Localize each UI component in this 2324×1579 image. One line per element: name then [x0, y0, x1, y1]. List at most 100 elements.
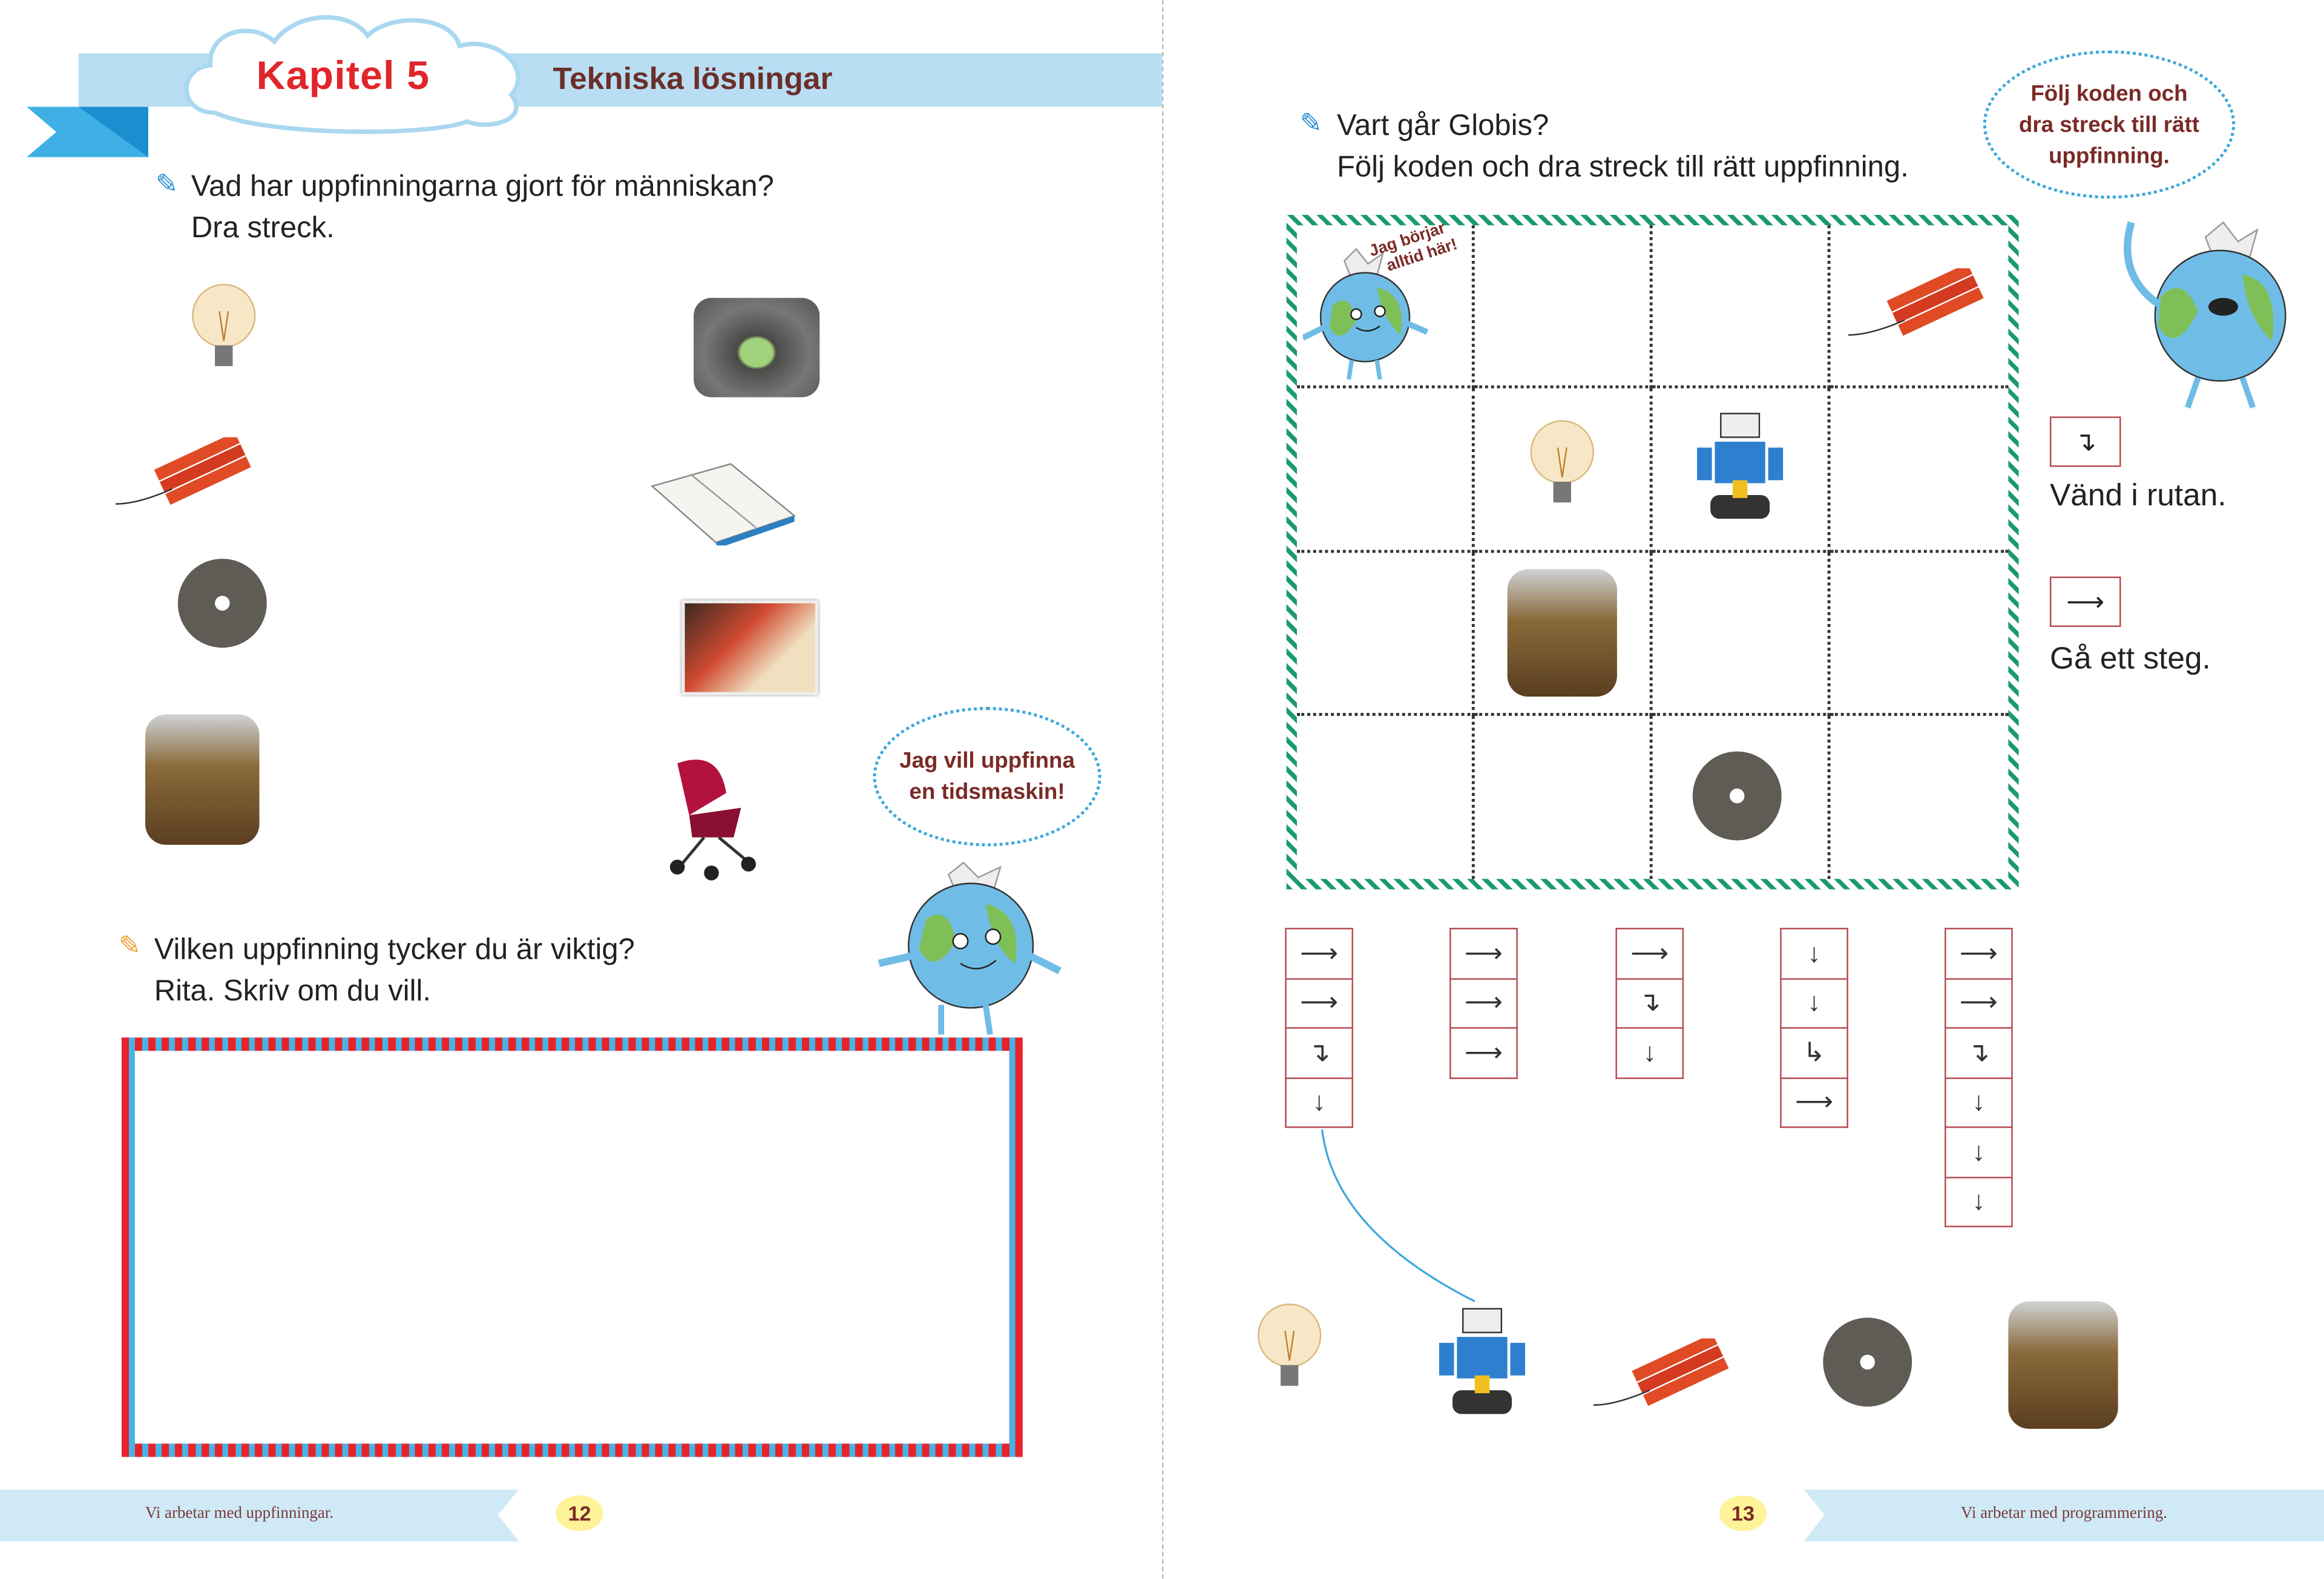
- question-instruction: Följ koden och dra streck till rätt uppf…: [1336, 151, 1909, 184]
- footer-text-right: Vi arbetar med programmering.: [1961, 1504, 2168, 1523]
- question-text: Vad har uppfinningarna gjort för människ…: [191, 170, 774, 203]
- code-step: ↓: [1780, 979, 1848, 1029]
- globe-character-happy-icon: [2124, 221, 2286, 409]
- page-spine: [1162, 0, 1164, 1579]
- grid-cell[interactable]: [1831, 715, 2009, 879]
- step-arrow-icon: ⟶: [2049, 576, 2121, 627]
- bubble-text: en tidsmaskin!: [909, 780, 1065, 805]
- code-step: ↓: [1945, 1177, 2013, 1227]
- code-step: ↴: [1285, 1028, 1353, 1078]
- code-step: ⟶: [1285, 928, 1353, 979]
- bubble-text: Jag vill uppfinna: [899, 748, 1075, 774]
- grid-cell[interactable]: [1474, 225, 1653, 389]
- globe-character-icon: [878, 861, 1062, 1036]
- dynamite-image: [1831, 225, 2009, 386]
- bubble-text: Följ koden och: [2030, 80, 2188, 107]
- footer-text-left: Vi arbetar med uppfinningar.: [145, 1504, 334, 1523]
- bubble-text: uppfinning.: [2048, 143, 2170, 168]
- stroller-image[interactable]: [660, 749, 761, 882]
- answer-robot-image[interactable]: [1430, 1301, 1534, 1434]
- legend-turn: ↴ Vänd i rutan.: [2049, 416, 2227, 514]
- question-text: Vilken uppfinning tycker du är viktig?: [154, 933, 635, 967]
- question-text: Vart går Globis?: [1336, 110, 1549, 143]
- question-1: Vad har uppfinningarna gjort för människ…: [191, 166, 774, 249]
- grid-cell[interactable]: [1652, 552, 1831, 716]
- code-step: ↓: [1945, 1128, 2013, 1178]
- pencil-icon: ✎: [156, 169, 179, 199]
- speech-bubble-left: Jag vill uppfinna en tidsmaskin!: [873, 707, 1101, 847]
- dynamite-image[interactable]: [116, 437, 258, 511]
- student-photo-image[interactable]: [681, 600, 818, 695]
- code-step: ⟶: [1945, 979, 2013, 1029]
- grid-cell[interactable]: [1296, 389, 1475, 553]
- grid-cell[interactable]: [1296, 225, 1475, 389]
- press-image: [1475, 552, 1650, 712]
- grid-cell[interactable]: [1830, 225, 2009, 389]
- legend-label: Gå ett steg.: [2049, 642, 2211, 676]
- printing-press-image[interactable]: [145, 714, 260, 845]
- code-step: ↓: [1285, 1078, 1353, 1128]
- book-image[interactable]: [649, 456, 798, 546]
- ribbon-decoration: [27, 107, 148, 157]
- pencil-icon: ✎: [118, 930, 141, 960]
- code-step: ↓: [1780, 928, 1848, 979]
- answer-press-image[interactable]: [2008, 1301, 2118, 1429]
- code-sequence-2[interactable]: ⟶⟶⟶: [1449, 928, 1518, 1078]
- drawing-area[interactable]: [121, 1037, 1023, 1457]
- millstone-image[interactable]: [175, 557, 276, 652]
- grid-cell[interactable]: [1830, 552, 2009, 716]
- grid-cell[interactable]: [1474, 552, 1653, 716]
- code-step: ↴: [1945, 1028, 2013, 1078]
- code-grid: [1286, 215, 2019, 890]
- page-number-left: 12: [556, 1495, 603, 1531]
- bubble-text: dra streck till rätt: [2018, 111, 2199, 137]
- code-sequence-4[interactable]: ↓↓↳⟶: [1780, 928, 1848, 1128]
- tunnel-image[interactable]: [694, 298, 820, 398]
- code-step: ⟶: [1449, 979, 1518, 1029]
- code-step: ⟶: [1945, 928, 2013, 979]
- pencil-icon: ✎: [1299, 108, 1322, 138]
- drawn-answer-line: [1321, 1129, 1475, 1302]
- cloud-decoration: [184, 15, 520, 134]
- code-step: ↴: [1615, 979, 1684, 1029]
- globe-image: [1297, 225, 1472, 386]
- lightbulb-image[interactable]: [189, 281, 258, 382]
- grid-cell[interactable]: [1830, 389, 2009, 553]
- bulb-image: [1475, 389, 1650, 549]
- grid-cell[interactable]: [1475, 715, 1653, 879]
- chapter-label: Kapitel 5: [256, 53, 430, 98]
- question-instruction: Rita. Skriv om du vill.: [154, 975, 431, 1008]
- millstone-image: [1653, 715, 1828, 879]
- code-sequence-1[interactable]: ⟶⟶↴↓: [1285, 928, 1353, 1128]
- speech-bubble-right: Följ koden och dra streck till rätt uppfin…: [1983, 50, 2236, 199]
- code-step: ⟶: [1285, 979, 1353, 1029]
- robot-image: [1653, 389, 1828, 549]
- code-sequence-3[interactable]: ⟶↴↓: [1615, 928, 1684, 1078]
- grid-cell[interactable]: [1297, 715, 1475, 879]
- code-step: ↓: [1945, 1078, 2013, 1128]
- page-number-right: 13: [1719, 1495, 1767, 1531]
- drawing-canvas[interactable]: [134, 1051, 1009, 1444]
- code-step: ⟶: [1615, 928, 1684, 979]
- legend-label: Vänd i rutan.: [2049, 479, 2227, 513]
- code-step: ⟶: [1449, 1028, 1518, 1078]
- grid-cell[interactable]: [1652, 389, 1831, 553]
- answer-dynamite-image[interactable]: [1593, 1333, 1736, 1420]
- footer-band-left: [0, 1489, 519, 1541]
- turn-arrow-icon: ↴: [2049, 416, 2121, 467]
- code-step: ↓: [1615, 1028, 1684, 1078]
- code-step: ⟶: [1449, 928, 1518, 979]
- answer-millstone-image[interactable]: [1820, 1316, 1921, 1419]
- grid-cell[interactable]: [1653, 715, 1831, 879]
- answer-bulb-image[interactable]: [1255, 1301, 1324, 1410]
- question-3: Vart går Globis? Följ koden och dra stre…: [1337, 105, 1909, 188]
- legend-step: ⟶ Gå ett steg.: [2049, 576, 2211, 678]
- code-sequence-5[interactable]: ⟶⟶↴↓↓↓: [1945, 928, 2013, 1227]
- grid-cell[interactable]: [1474, 389, 1653, 553]
- footer-band-right: [1804, 1489, 2324, 1541]
- question-instruction: Dra streck.: [191, 212, 335, 245]
- grid-cell[interactable]: [1652, 225, 1831, 389]
- question-2: Vilken uppfinning tycker du är viktig? R…: [154, 930, 635, 1013]
- grid-cell[interactable]: [1296, 552, 1475, 716]
